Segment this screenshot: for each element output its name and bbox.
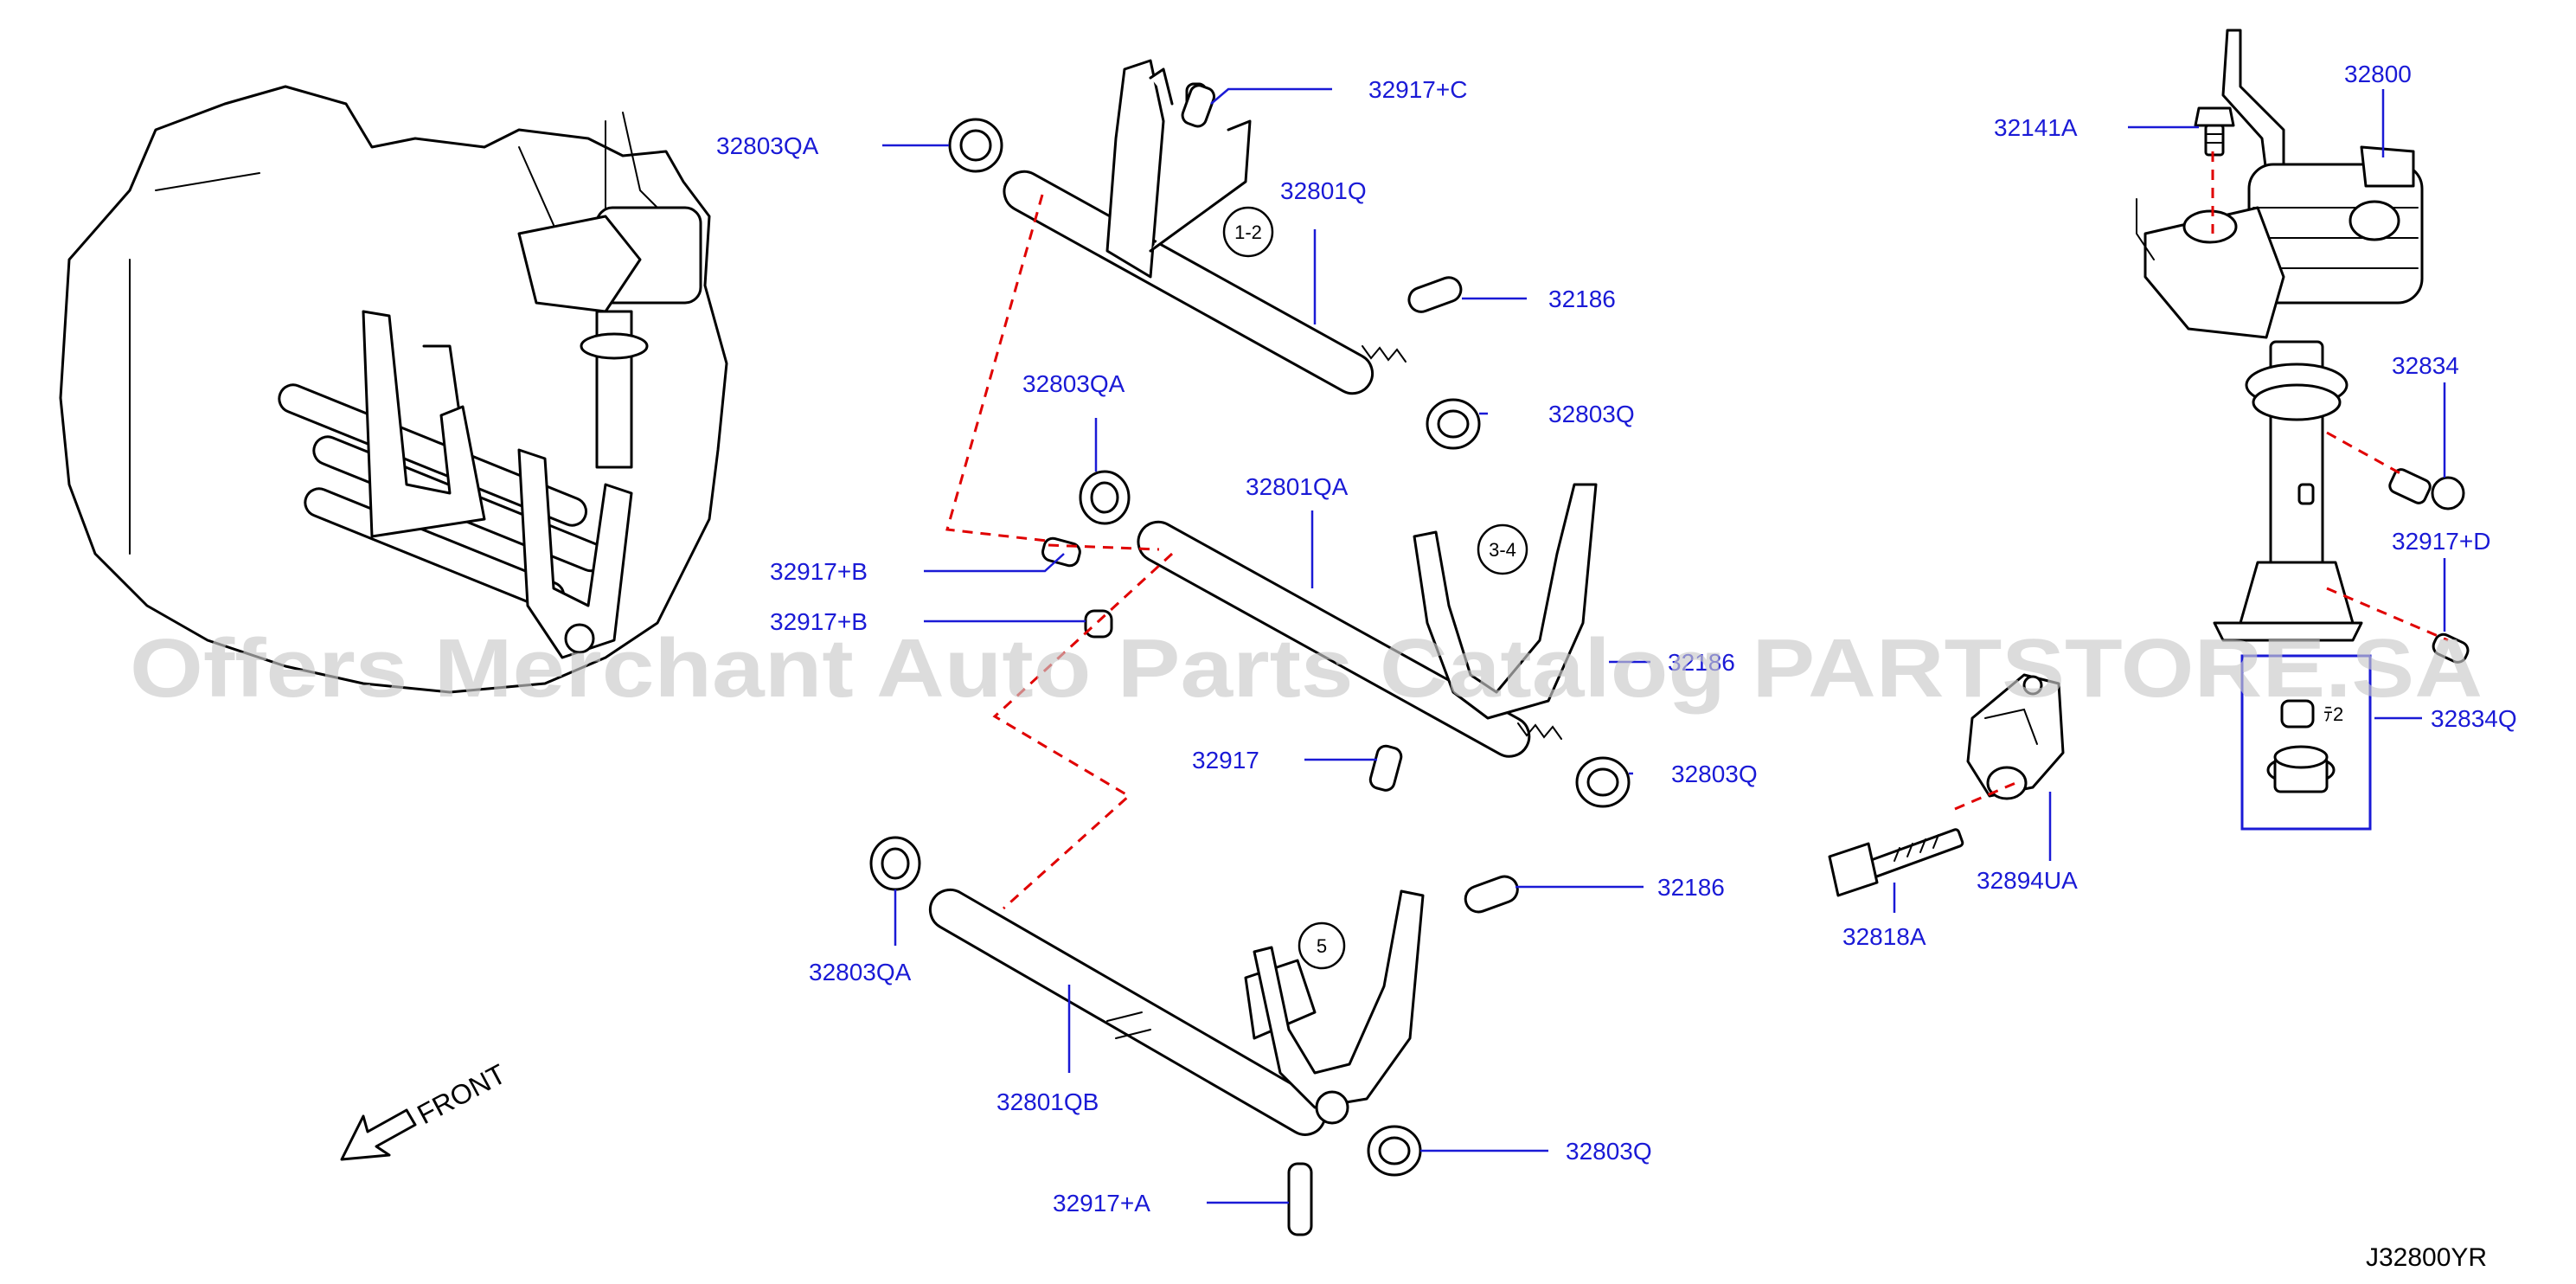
diagram-code: J32800YR — [2366, 1243, 2487, 1272]
seal-ring-32803qa-low — [869, 836, 921, 891]
part-label-32800[interactable]: 32800 — [2344, 61, 2412, 87]
part-label-32801qb[interactable]: 32801QB — [996, 1088, 1099, 1115]
front-direction-indicator: FRONT — [340, 1058, 511, 1161]
svg-text:3-4: 3-4 — [1489, 539, 1516, 561]
pin-32917 — [1368, 744, 1403, 792]
part-label-32803qa-top[interactable]: 32803QA — [716, 132, 819, 159]
kit-quantity-note: ﾃ2 — [2323, 703, 2343, 725]
pin-32917c — [1181, 84, 1215, 128]
bolt-32818a — [1828, 828, 1964, 897]
leader-lines — [882, 87, 2446, 1204]
part-label-32186-low[interactable]: 32186 — [1657, 874, 1725, 901]
part-label-32917c[interactable]: 32917+C — [1368, 76, 1467, 103]
front-label: FRONT — [412, 1058, 510, 1131]
seal-ring-32803q-low — [1367, 1125, 1422, 1177]
assembly-connectors — [945, 151, 2449, 910]
part-label-32803q-mid[interactable]: 32803Q — [1671, 761, 1758, 787]
transmission-overview — [59, 85, 728, 694]
svg-text:1-2: 1-2 — [1234, 221, 1262, 243]
part-label-32803qa-mid[interactable]: 32803QA — [1022, 370, 1125, 397]
plug-32186-top — [1407, 276, 1463, 313]
part-label-32803q-top[interactable]: 32803Q — [1548, 401, 1635, 427]
shift-rail-32801qa — [1137, 483, 1598, 758]
shift-rail-32801q — [1003, 59, 1407, 395]
shifter-tower-32800 — [2136, 29, 2424, 642]
pin-32917b-lower — [1084, 609, 1113, 639]
part-label-32917[interactable]: 32917 — [1192, 747, 1259, 774]
part-label-32834[interactable]: 32834 — [2392, 352, 2459, 379]
part-label-32803qa-low[interactable]: 32803QA — [809, 959, 912, 985]
part-label-32917b-upper[interactable]: 32917+B — [770, 558, 868, 585]
part-label-32186-mid[interactable]: 32186 — [1668, 649, 1735, 676]
seal-ring-32803q-mid — [1575, 756, 1631, 808]
fork-marker-3-4: 3-4 — [1477, 523, 1528, 575]
fork-marker-5: 5 — [1298, 921, 1346, 970]
shift-rail-32801qb — [928, 888, 1425, 1136]
watermark: Offers Merchant Auto Parts Catalog PARTS… — [130, 622, 2483, 715]
fork-marker-1-2: 1-2 — [1222, 206, 1274, 258]
part-label-32801q[interactable]: 32801Q — [1280, 177, 1367, 204]
seal-ring-32803q-top — [1426, 398, 1481, 450]
front-arrow-icon — [340, 1108, 417, 1161]
plug-32186-low — [1464, 875, 1519, 914]
part-label-32141a[interactable]: 32141A — [1994, 114, 2078, 141]
pin-32917a — [1287, 1162, 1313, 1236]
arm-32894ua — [1966, 673, 2065, 800]
plunger-32834 — [2388, 468, 2465, 510]
pin-32917b-upper — [1041, 536, 1081, 568]
seal-ring-32803qa-mid — [1079, 470, 1131, 525]
part-label-32801qa[interactable]: 32801QA — [1246, 473, 1349, 500]
part-label-32803q-low[interactable]: 32803Q — [1566, 1138, 1652, 1165]
pin-32917d — [2432, 632, 2470, 664]
bolt-32141a — [2194, 106, 2235, 157]
kit-32834q: ﾃ2 — [2240, 654, 2372, 831]
part-label-32917d[interactable]: 32917+D — [2392, 528, 2490, 555]
part-label-32894ua[interactable]: 32894UA — [1977, 867, 2078, 894]
part-number-labels: 32803QA 32917+C 32801Q 32186 32803Q 3280… — [716, 61, 2517, 1217]
svg-text:5: 5 — [1317, 935, 1327, 957]
seal-ring-32803qa-top — [948, 118, 1003, 173]
part-label-32834q[interactable]: 32834Q — [2431, 705, 2517, 732]
part-label-32818a[interactable]: 32818A — [1842, 923, 1926, 950]
part-label-32917b-lower[interactable]: 32917+B — [770, 608, 868, 635]
part-label-32186-top[interactable]: 32186 — [1548, 286, 1616, 312]
part-label-32917a[interactable]: 32917+A — [1053, 1190, 1150, 1217]
